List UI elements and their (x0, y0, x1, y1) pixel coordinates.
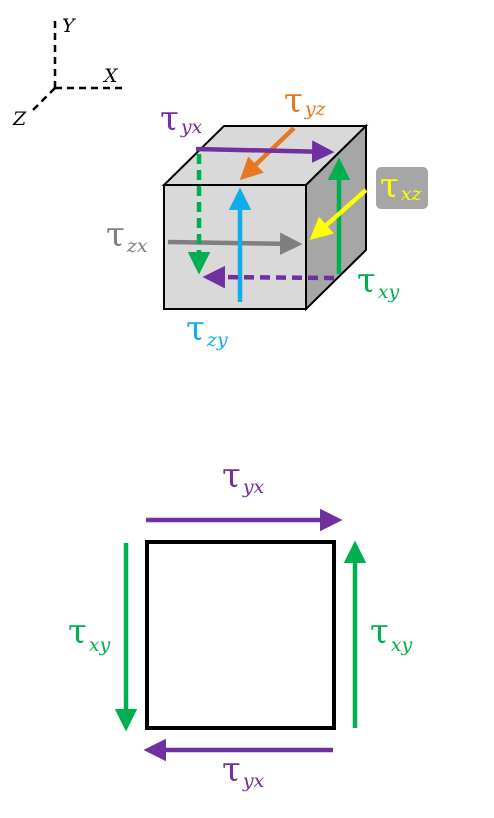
z-axis-label: Z (12, 108, 27, 130)
z-axis-line (32, 87, 56, 111)
x-axis-label: X (102, 65, 119, 87)
label-tau-xz-box (376, 167, 428, 209)
tau-yx-dashed-arrow (202, 265, 335, 289)
square-element (145, 540, 336, 730)
tau-xz-arrow (309, 188, 368, 240)
cube-stress-arrows (167, 126, 368, 302)
stress-square (114, 508, 367, 762)
coordinate-axes: Y X Z (12, 15, 124, 130)
cube-front-face (163, 184, 307, 310)
y-axis-label: Y (62, 15, 77, 37)
tau-zx-arrow (167, 232, 303, 255)
tau-yx-top-arrow (195, 140, 335, 163)
